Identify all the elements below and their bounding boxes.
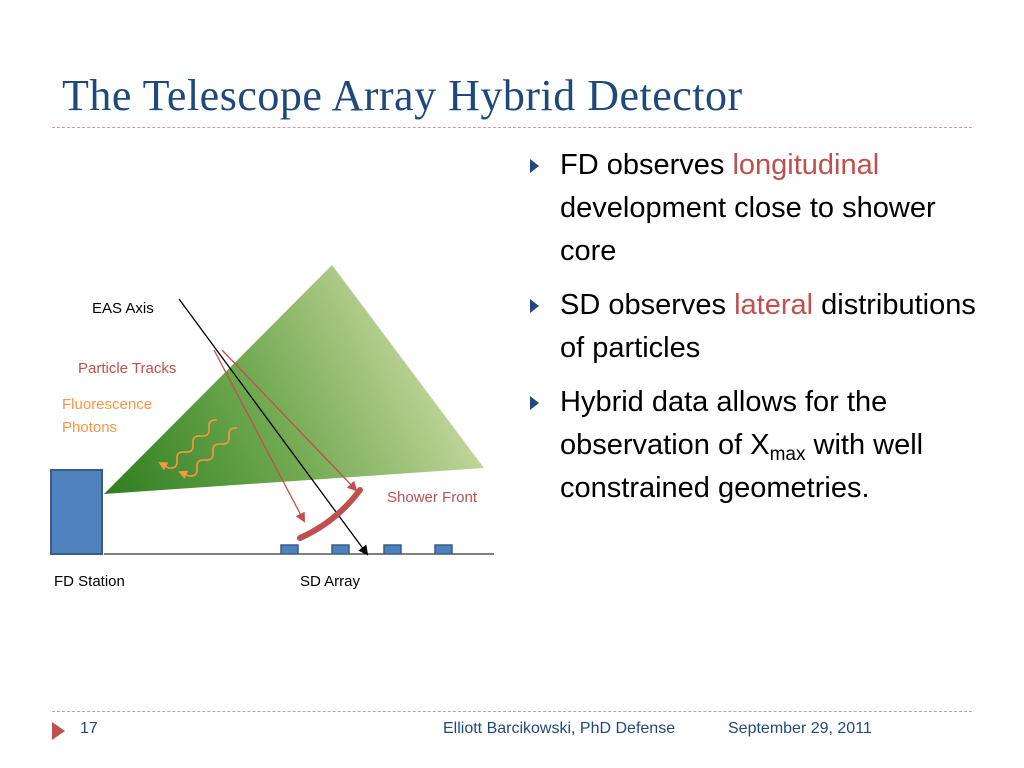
bullet-arrow-icon bbox=[530, 299, 539, 313]
sd-detector-icon bbox=[331, 544, 350, 555]
eas-axis-label: EAS Axis bbox=[92, 300, 154, 317]
bullet-list: FD observes longitudinal development clo… bbox=[530, 144, 980, 521]
footer-author: Elliott Barcikowski, PhD Defense bbox=[443, 720, 676, 737]
xmax-subscript: max bbox=[769, 444, 806, 465]
eas-axis-arrow bbox=[178, 298, 369, 556]
bullet-text: SD observes bbox=[560, 289, 735, 321]
bullet-item: SD observes lateral distributions of par… bbox=[530, 284, 980, 370]
fluorescence-label-line1: Fluorescence bbox=[62, 396, 152, 413]
sd-detector-icon bbox=[280, 544, 299, 555]
fluorescence-photon-arrow bbox=[158, 419, 218, 471]
title-divider bbox=[52, 127, 972, 128]
bullet-item: Hybrid data allows for the observation o… bbox=[530, 381, 980, 510]
bullet-item: FD observes longitudinal development clo… bbox=[530, 144, 980, 273]
particle-track-arrow bbox=[221, 349, 358, 492]
slide-number: 17 bbox=[80, 720, 98, 737]
sd-detector-icon bbox=[434, 544, 453, 555]
bullet-text: with well constrained geometries. bbox=[560, 429, 924, 504]
sd-detector-icon bbox=[383, 544, 402, 555]
footer-arrow-icon bbox=[52, 722, 65, 740]
slide-title: The Telescope Array Hybrid Detector bbox=[62, 71, 743, 120]
bullet-arrow-icon bbox=[530, 159, 539, 173]
bullet-text: distributions of particles bbox=[560, 289, 976, 364]
sd-array-label: SD Array bbox=[300, 573, 361, 590]
fd-field-of-view bbox=[104, 265, 484, 494]
particle-track-arrow bbox=[213, 349, 305, 523]
shower-front-label: Shower Front bbox=[387, 489, 478, 506]
bullet-text: FD observes bbox=[560, 149, 733, 181]
particle-tracks-label: Particle Tracks bbox=[78, 360, 176, 377]
fluorescence-photon-arrow bbox=[178, 427, 238, 479]
footer-divider bbox=[52, 711, 972, 712]
bullet-text: development close to shower core bbox=[560, 192, 936, 267]
bullet-highlight: lateral bbox=[734, 289, 814, 321]
footer-date: September 29, 2011 bbox=[728, 720, 872, 737]
bullet-arrow-icon bbox=[530, 396, 539, 410]
fluorescence-label-line2: Photons bbox=[62, 419, 117, 436]
bullet-highlight: longitudinal bbox=[732, 149, 880, 181]
fd-station-label: FD Station bbox=[54, 573, 125, 590]
bullet-text: Hybrid data allows for the observation o… bbox=[560, 386, 888, 461]
shower-front-arc bbox=[297, 487, 363, 541]
fd-station-icon bbox=[50, 469, 103, 555]
